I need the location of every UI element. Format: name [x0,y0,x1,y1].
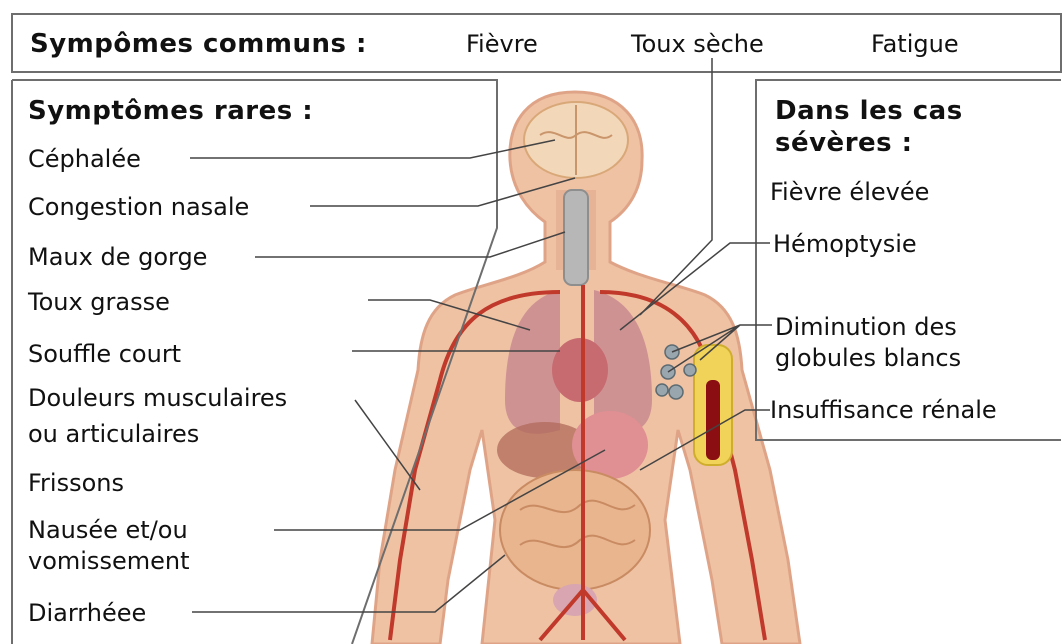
rare-item-nausee-line2: vomissement [28,547,189,575]
leader-cephalee [190,140,555,158]
rare-item-cephalee: Céphalée [28,145,141,173]
intestines [500,470,650,590]
rare-item-souffle-court: Souffle court [28,340,181,368]
common-item-fievre: Fièvre [466,30,538,58]
heart [552,338,608,402]
leader-diarrhee [192,555,505,612]
trachea [564,190,588,285]
severe-item-globules-line2: globules blancs [775,344,961,372]
severe-title-line2: sévères : [775,129,913,157]
human-body [372,92,800,644]
severe-item-globules-line1: Diminution des [775,313,957,341]
severe-item-hemoptysie: Hémoptysie [773,230,917,258]
rare-item-nausee-line1: Nausée et/ou [28,516,188,544]
rare-item-diarrhee: Diarrhéee [28,599,146,627]
common-item-fatigue: Fatigue [871,30,959,58]
common-item-toux-seche: Toux sèche [631,30,764,58]
common-symptoms-title: Sympômes communs : [30,30,367,58]
rare-item-douleurs-line1: Douleurs musculaires [28,384,287,412]
rare-item-congestion-nasale: Congestion nasale [28,193,249,221]
rare-item-frissons: Frissons [28,469,124,497]
rare-symptoms-title: Symptômes rares : [28,97,313,125]
leader-gorge [255,232,565,257]
severe-title-line1: Dans les cas [775,97,963,125]
rare-item-toux-grasse: Toux grasse [28,288,170,316]
rare-item-douleurs-line2: ou articulaires [28,420,199,448]
severe-item-insuffisance-renale: Insuffisance rénale [770,396,997,424]
severe-item-fievre-elevee: Fièvre élevée [770,178,929,206]
rare-item-maux-de-gorge: Maux de gorge [28,243,207,271]
bone-marrow [706,380,720,460]
